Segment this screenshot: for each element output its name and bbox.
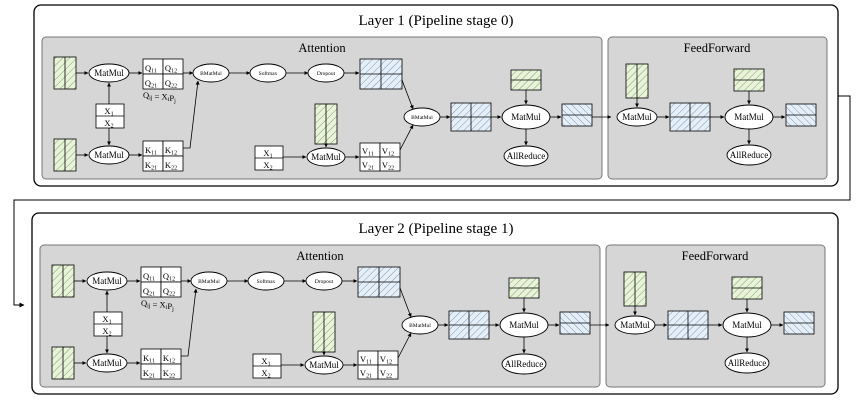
matmul-ff2-label: MatMul — [734, 112, 764, 122]
k-grid-cell-k22 — [160, 363, 182, 380]
arrow-v-bmatmul — [397, 332, 412, 359]
v-grid-cell-v22 — [379, 156, 401, 172]
matmul-ff1-label: MatMul — [622, 112, 652, 122]
attention-title: Attention — [296, 249, 344, 263]
attention-title: Attention — [298, 41, 346, 55]
dropout-label: Dropout — [315, 279, 334, 285]
feedforward-panel — [605, 244, 826, 388]
q-grid-cell-q22 — [160, 281, 182, 298]
allreduce-ff-node — [724, 352, 770, 374]
q-grid-q12: Q12 — [163, 271, 175, 283]
x2-label: X2 — [102, 326, 111, 338]
q-grid-q11: Q11 — [145, 63, 157, 75]
v-grid-v11: V11 — [362, 146, 374, 158]
q-grid-cell-q22 — [162, 73, 184, 90]
matmul-k-label: MatMul — [92, 358, 122, 368]
bmatmul-sv-label: BMatMul — [411, 115, 433, 121]
feedforward-panel — [607, 36, 828, 180]
allreduce-attention-node — [503, 145, 549, 167]
feedforward-title: FeedForward — [682, 249, 749, 263]
allreduce-attention-label: AllReduce — [507, 151, 546, 161]
softmax-label: Softmax — [259, 70, 278, 77]
k-grid-k22: K22 — [163, 368, 175, 380]
layer-1-title: Layer 1 (Pipeline stage 0) — [359, 13, 514, 29]
q-grid-q21: Q21 — [145, 78, 157, 90]
arrow-scores-bmatmul — [399, 287, 412, 318]
allreduce-ff-node — [726, 144, 772, 166]
matmul-v-label: MatMul — [311, 152, 341, 162]
matmul-ff2-label: MatMul — [732, 320, 762, 330]
q-grid-q11: Q11 — [143, 271, 155, 283]
dropout-label: Dropout — [317, 71, 336, 77]
x2-v-label: X2 — [261, 368, 270, 380]
q-grid-q22: Q22 — [163, 286, 175, 298]
v-grid-cell-v22 — [377, 364, 399, 380]
k-grid-k12: K12 — [165, 145, 177, 157]
x1-v-label: X1 — [263, 148, 272, 160]
v-grid-v12: V12 — [380, 354, 392, 366]
pipeline-connector — [13, 95, 851, 308]
formula-qij: Qij = XiPj — [143, 90, 176, 105]
layer-2-title: Layer 2 (Pipeline stage 1) — [359, 221, 514, 237]
softmax-label: Softmax — [257, 278, 276, 285]
matmul-q-label: MatMul — [92, 276, 122, 286]
matmul-o-label: MatMul — [511, 112, 541, 122]
v-grid-v12: V12 — [382, 146, 394, 158]
x1-label: X1 — [104, 106, 113, 118]
x1-label: X1 — [102, 314, 111, 326]
k-grid-cell-k22 — [162, 155, 184, 172]
allreduce-ff-label: AllReduce — [730, 150, 769, 160]
k-grid-k22: K22 — [165, 160, 177, 172]
k-grid-k12: K12 — [163, 353, 175, 365]
v-grid-v22: V22 — [382, 160, 394, 172]
k-grid-k11: K11 — [145, 145, 157, 157]
k-grid-k21: K21 — [143, 368, 155, 380]
matmul-ff1-label: MatMul — [620, 320, 650, 330]
arrow-v-bmatmul — [399, 124, 414, 151]
matmul-k-label: MatMul — [94, 150, 124, 160]
allreduce-attention-node — [501, 353, 547, 375]
arrow-k-bmatmul — [181, 288, 198, 357]
arrow-scores-bmatmul — [401, 79, 414, 110]
v-grid-v21: V21 — [360, 368, 372, 380]
allreduce-attention-label: AllReduce — [505, 359, 544, 369]
allreduce-ff-label: AllReduce — [728, 358, 767, 368]
v-grid-v22: V22 — [380, 368, 392, 380]
k-grid-k11: K11 — [143, 353, 155, 365]
layer-1: Layer 1 (Pipeline stage 0) Attention Feed… — [33, 4, 839, 187]
bmatmul-sv-label: BMatMul — [409, 323, 431, 329]
arrow-k-bmatmul — [183, 80, 200, 149]
matmul-o-label: MatMul — [509, 320, 539, 330]
matmul-v-label: MatMul — [309, 360, 339, 370]
x2-label: X2 — [104, 118, 113, 130]
formula-qij: Qij = XiPj — [141, 298, 174, 313]
bmatmul-qk-label: BMatMul — [198, 279, 220, 285]
q-grid-q12: Q12 — [165, 63, 177, 75]
x1-v-label: X1 — [261, 356, 270, 368]
v-grid-v21: V21 — [362, 160, 374, 172]
bmatmul-qk-label: BMatMul — [200, 71, 222, 77]
v-grid-v11: V11 — [360, 354, 372, 366]
q-grid-q22: Q22 — [165, 78, 177, 90]
k-grid-k21: K21 — [145, 160, 157, 172]
matmul-q-label: MatMul — [94, 68, 124, 78]
x2-v-label: X2 — [263, 160, 272, 172]
layer-2: Layer 2 (Pipeline stage 1) Attention Feed… — [31, 212, 839, 395]
q-grid-q21: Q21 — [143, 286, 155, 298]
feedforward-title: FeedForward — [684, 41, 751, 55]
